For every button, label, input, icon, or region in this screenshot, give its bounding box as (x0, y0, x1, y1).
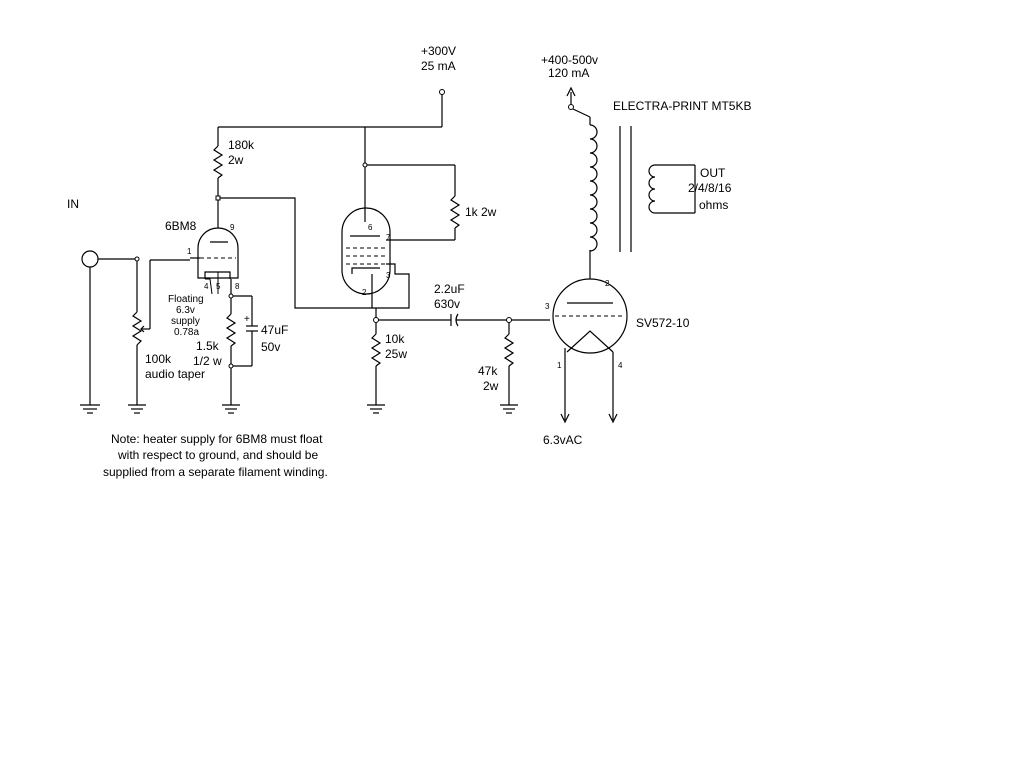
supply-output-current: 120 mA (548, 66, 589, 80)
pot-value: 100k (145, 352, 172, 366)
transformer-label: ELECTRA-PRINT MT5KB (613, 99, 751, 113)
grid-resistor (500, 317, 550, 414)
b-plus-300v-rail (218, 89, 445, 128)
pin-triode-grid: 1 (187, 247, 192, 256)
svg-text:+: + (244, 314, 250, 325)
cathode-cap-value: 47uF (261, 323, 288, 337)
pin-out-f2: 4 (618, 361, 623, 370)
cathode-cap-voltage: 50v (261, 340, 280, 354)
note-line-3: supplied from a separate filament windin… (103, 465, 328, 479)
coupling-cap-voltage: 630v (434, 297, 460, 311)
pin-pent-6: 6 (368, 223, 373, 232)
pin-triode-k3: 8 (235, 282, 240, 291)
transformer-impedances: 2/4/8/16 (688, 181, 732, 195)
follower-resistor-power: 25w (385, 347, 407, 361)
input-jack (81, 250, 140, 405)
follower-cathode-node (367, 308, 451, 414)
pin-pent-7: 7 (386, 233, 391, 242)
pin-out-f1: 1 (557, 361, 562, 370)
driver-pentode-tube (341, 127, 461, 309)
floating-supply-line3: supply (171, 316, 200, 327)
pin-pent-2: 2 (362, 288, 367, 297)
output-tube-label: SV572-10 (636, 316, 690, 330)
plate-resistor-power: 2w (228, 153, 244, 167)
pin-out-grid: 3 (545, 302, 550, 311)
grid-resistor-value: 47k (478, 364, 498, 378)
pin-out-plate: 2 (605, 279, 610, 288)
cathode-resistor-power: 1/2 w (193, 354, 222, 368)
output-transformer (566, 86, 696, 252)
plate-resistor-value: 180k (228, 138, 255, 152)
driver-triode-tube (190, 227, 239, 279)
floating-supply-line1: Floating (168, 294, 204, 305)
driver-tube-label: 6BM8 (165, 219, 197, 233)
transformer-out-label: OUT (700, 166, 726, 180)
cathode-resistor-value: 1.5k (196, 339, 220, 353)
output-triode-tube (552, 250, 628, 424)
pot-taper: audio taper (145, 367, 205, 381)
screen-resistor-label: 1k 2w (465, 205, 497, 219)
supply-300v-current: 25 mA (421, 59, 456, 73)
volume-potentiometer (128, 259, 190, 414)
cathode-network: + (222, 279, 258, 414)
floating-supply-line2: 6.3v (176, 305, 195, 316)
pin-pent-3: 3 (386, 271, 391, 280)
transformer-unit: ohms (699, 198, 728, 212)
supply-300v: +300V (421, 44, 456, 58)
coupling-cap-value: 2.2uF (434, 282, 465, 296)
heater-supply-label: 6.3vAC (543, 433, 583, 447)
driver-coupling-wire (220, 197, 372, 309)
plate-resistor (212, 127, 224, 228)
heater-lead-1 (205, 278, 213, 295)
note-line-1: Note: heater supply for 6BM8 must float (111, 432, 323, 446)
input-label: IN (67, 197, 79, 211)
pin-triode-k1: 4 (204, 282, 209, 291)
grid-resistor-power: 2w (483, 379, 499, 393)
coupling-capacitor (450, 313, 507, 327)
note-line-2: with respect to ground, and should be (117, 448, 318, 462)
pin-triode-plate: 9 (230, 223, 235, 232)
follower-resistor-value: 10k (385, 332, 405, 346)
floating-supply-line4: 0.78a (174, 327, 199, 338)
input-ground (80, 404, 100, 414)
supply-output-voltage: +400-500v (541, 53, 598, 67)
